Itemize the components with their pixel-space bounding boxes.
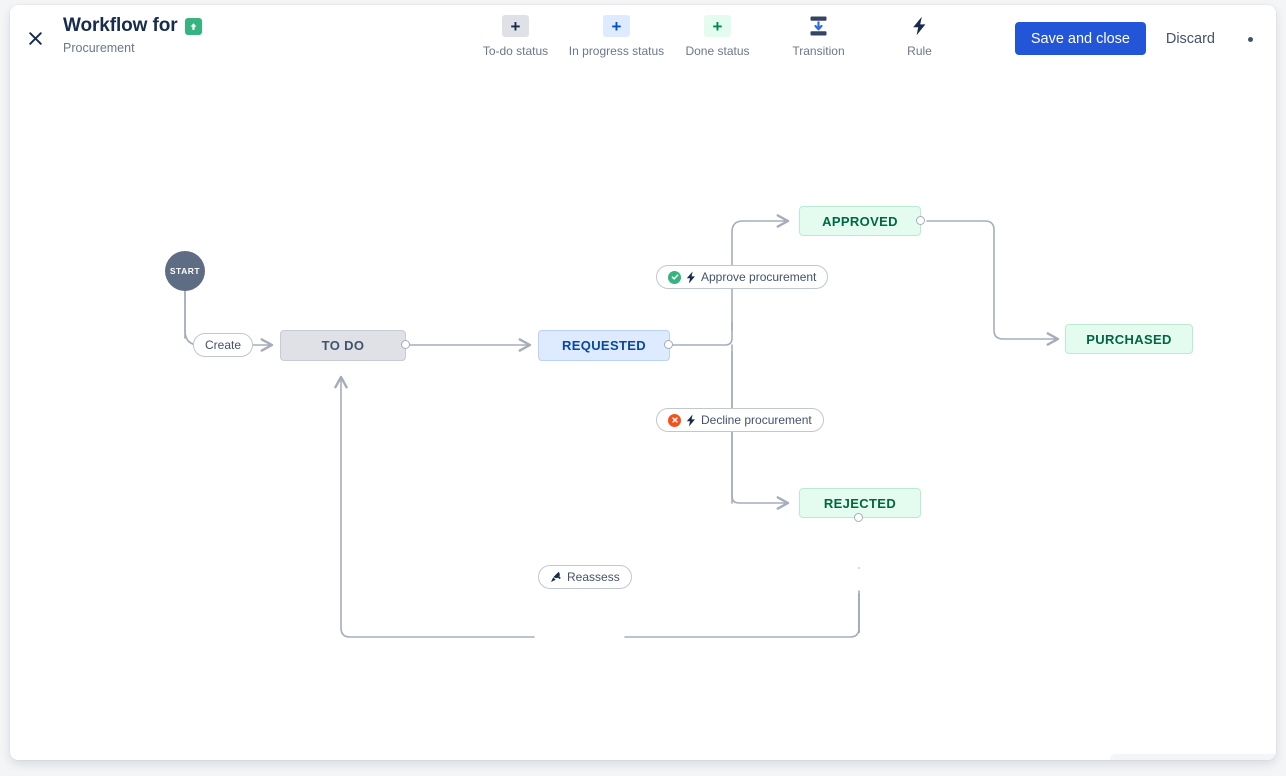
plus-glyph: + xyxy=(712,16,723,36)
status-node-requested[interactable]: REQUESTED xyxy=(538,330,670,361)
workflow-subtitle: Procurement xyxy=(63,41,135,55)
transition-label-decline-procurement[interactable]: Decline procurement xyxy=(656,408,824,432)
workflow-editor-window: Workflow for Procurement + To-do status … xyxy=(10,5,1276,760)
status-node-approved[interactable]: APPROVED xyxy=(799,206,921,236)
close-icon[interactable] xyxy=(16,19,54,57)
transition-name: Approve procurement xyxy=(701,270,817,284)
transition-label-create[interactable]: Create xyxy=(193,333,254,357)
editor-header: Workflow for Procurement + To-do status … xyxy=(10,5,1276,73)
plus-glyph: + xyxy=(510,16,521,36)
plus-icon: + xyxy=(603,15,630,37)
title-block: Workflow for Procurement xyxy=(63,14,202,56)
connector-dot-requested-right[interactable] xyxy=(664,340,673,349)
status-node-label: TO DO xyxy=(321,338,365,353)
status-node-todo[interactable]: TO DO xyxy=(280,330,406,361)
tool-todo-status[interactable]: + To-do status xyxy=(465,12,566,58)
save-and-close-button[interactable]: Save and close xyxy=(1014,22,1146,55)
error-cross-icon xyxy=(668,413,681,427)
page-title: Workflow for xyxy=(63,14,202,38)
tool-in-progress-status[interactable]: + In progress status xyxy=(566,12,667,58)
tool-label: Rule xyxy=(907,44,932,58)
transition-name: Create xyxy=(205,338,242,352)
plus-icon: + xyxy=(502,15,529,37)
transition-name: Reassess xyxy=(567,570,620,584)
connector-dot-todo-right[interactable] xyxy=(401,340,410,349)
rule-lightning-icon xyxy=(686,271,695,283)
status-node-label: REQUESTED xyxy=(561,338,647,353)
status-node-label: APPROVED xyxy=(822,213,898,229)
tool-done-status[interactable]: + Done status xyxy=(667,12,768,58)
tool-label: Transition xyxy=(792,44,845,58)
transition-label-reassess[interactable]: Reassess xyxy=(538,565,632,589)
rule-icon xyxy=(551,571,561,582)
success-check-icon xyxy=(668,270,681,284)
connector-dot-rejected-bottom[interactable] xyxy=(854,513,863,522)
zoom-control-panel xyxy=(1110,754,1276,760)
more-options-icon[interactable] xyxy=(1240,29,1260,49)
tool-label: To-do status xyxy=(482,44,549,58)
start-node-label: START xyxy=(169,266,201,276)
status-node-label: REJECTED xyxy=(823,495,897,511)
rule-lightning-icon xyxy=(906,15,933,37)
status-node-label: PURCHASED xyxy=(1086,331,1172,347)
tool-rule[interactable]: Rule xyxy=(869,12,970,58)
editor-toolbar: + To-do status + In progress status + Do… xyxy=(465,12,970,58)
plus-icon: + xyxy=(704,15,731,37)
start-node[interactable]: START xyxy=(165,251,205,291)
discard-button[interactable]: Discard xyxy=(1160,22,1221,55)
workflow-canvas[interactable]: START TO DO REQUESTED APPROVED REJECTED … xyxy=(10,72,1276,760)
tool-transition[interactable]: Transition xyxy=(768,12,869,58)
connector-dot-approved-right[interactable] xyxy=(916,216,925,225)
status-node-purchased[interactable]: PURCHASED xyxy=(1065,324,1193,354)
transition-icon xyxy=(805,15,832,37)
transition-label-approve-procurement[interactable]: Approve procurement xyxy=(656,265,829,289)
workflow-edges xyxy=(184,214,1060,638)
plus-glyph: + xyxy=(611,16,622,36)
rule-lightning-icon xyxy=(686,414,695,426)
tool-label: In progress status xyxy=(568,44,665,58)
workflow-title-text: Workflow for xyxy=(63,15,178,36)
transition-name: Decline procurement xyxy=(701,413,812,427)
up-arrow-issue-type-icon xyxy=(184,17,202,35)
tool-label: Done status xyxy=(685,44,750,58)
